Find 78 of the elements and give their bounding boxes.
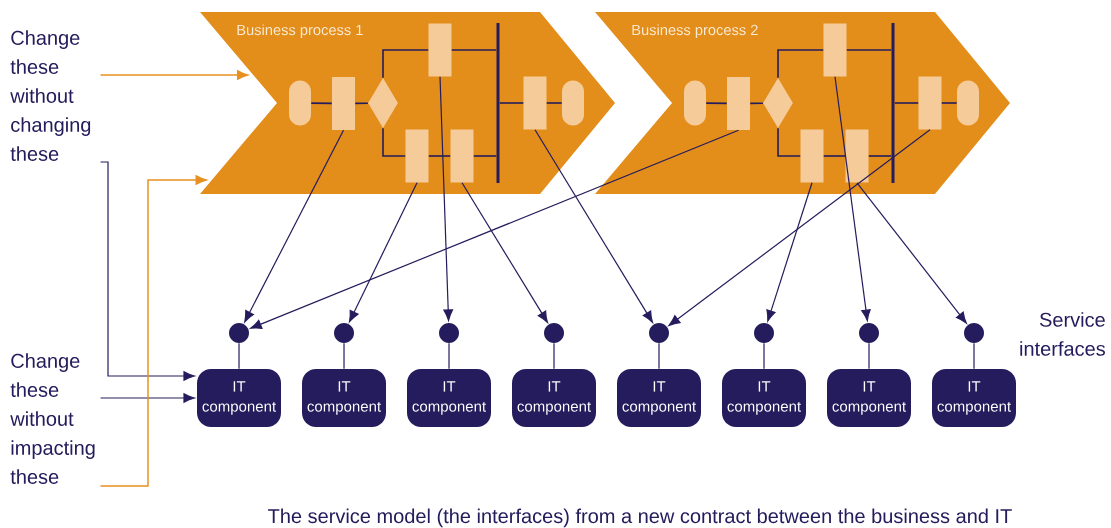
process-step	[727, 77, 750, 130]
connector-line	[973, 342, 975, 370]
process-title: Business process 1	[237, 24, 363, 39]
process-step	[332, 77, 355, 130]
decision-diamond	[763, 78, 793, 128]
component-box: IT component	[617, 369, 701, 427]
flow-line	[354, 102, 369, 105]
process-step	[450, 129, 474, 183]
flow-line	[822, 155, 847, 157]
side-label: Service interfaces	[1020, 312, 1105, 356]
flow-line	[893, 102, 920, 104]
process-step	[405, 129, 429, 183]
interface-dot	[964, 323, 984, 343]
arrow	[766, 182, 813, 322]
connector-line	[238, 342, 240, 370]
connector-line	[553, 342, 555, 370]
flow-line	[867, 155, 893, 157]
connector-line	[343, 342, 345, 370]
component-box: IT component	[512, 369, 596, 427]
rounded-step	[289, 80, 311, 126]
process-step	[523, 76, 547, 130]
interface-dot	[754, 323, 774, 343]
flow-line	[450, 49, 498, 51]
arrow	[668, 129, 931, 327]
arrow	[244, 129, 345, 323]
caption: The service model (the interfaces) from a new contract between the business and IT	[268, 508, 1012, 528]
flow-line	[427, 155, 452, 157]
process-step	[800, 129, 824, 183]
flow-line	[545, 102, 563, 104]
process-step	[823, 23, 847, 77]
component-box: IT component	[407, 369, 491, 427]
component-box: IT component	[827, 369, 911, 427]
flow-line	[749, 102, 764, 105]
annotation-text: Change these without changing these	[10, 30, 91, 161]
arrow	[99, 393, 195, 403]
rounded-step	[957, 80, 979, 126]
flow-line	[382, 127, 407, 157]
flow-line	[777, 127, 802, 157]
rounded-step	[562, 80, 584, 126]
component-box: IT component	[932, 369, 1016, 427]
arrow	[534, 129, 654, 323]
flow-line	[940, 102, 958, 104]
arrow	[439, 76, 454, 321]
arrow	[461, 182, 549, 323]
process-step	[428, 23, 452, 77]
connector-line	[448, 342, 450, 370]
arrow	[250, 129, 740, 329]
flow-line	[705, 102, 728, 105]
arrow	[856, 182, 967, 324]
flow-line	[777, 49, 825, 79]
process-step	[918, 76, 942, 130]
flow-line	[310, 102, 333, 105]
connector-line	[658, 342, 660, 370]
flow-line	[382, 49, 430, 79]
interface-dot	[229, 323, 249, 343]
interface-dot	[544, 323, 564, 343]
annotation-text: Change these without impacting these	[10, 353, 95, 484]
arrow	[348, 182, 418, 323]
arrow	[99, 161, 195, 381]
component-box: IT component	[722, 369, 806, 427]
interface-dot	[439, 323, 459, 343]
flow-line	[845, 49, 893, 51]
component-box: IT component	[302, 369, 386, 427]
connector-line	[868, 342, 870, 370]
interface-dot	[649, 323, 669, 343]
sync-bar	[891, 23, 895, 183]
flow-line	[498, 102, 525, 104]
rounded-step	[684, 80, 706, 126]
sync-bar	[496, 23, 500, 183]
decision-diamond	[368, 78, 398, 128]
arrow	[99, 175, 207, 487]
arrow	[834, 76, 871, 322]
component-box: IT component	[197, 369, 281, 427]
connector-line	[763, 342, 765, 370]
interface-dot	[334, 323, 354, 343]
arrow	[99, 70, 249, 80]
process-title: Business process 2	[632, 24, 758, 39]
flow-line	[472, 155, 498, 157]
